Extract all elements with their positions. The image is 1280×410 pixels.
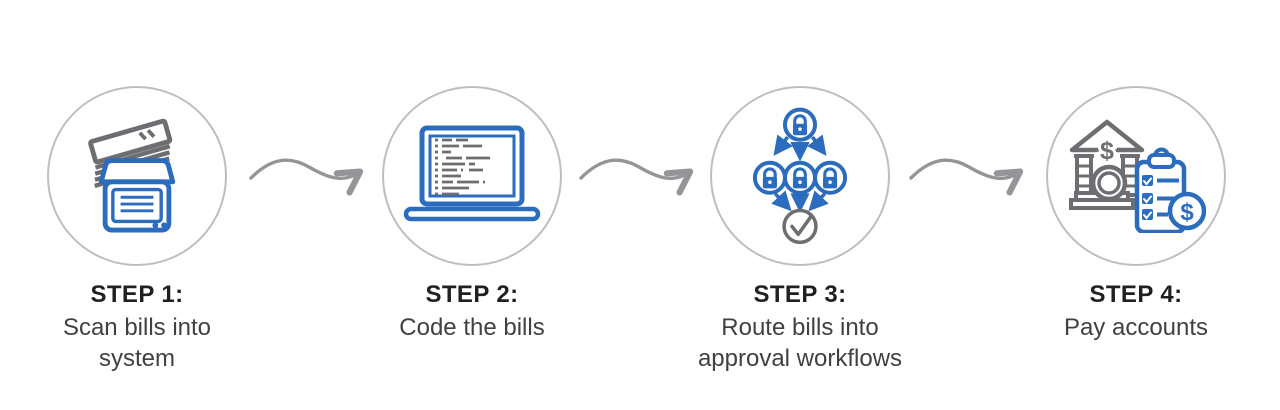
approval-workflow-icon	[752, 107, 848, 245]
lock-icon	[823, 167, 838, 189]
step-3-circle	[710, 86, 890, 266]
bank-icon: $	[1069, 119, 1145, 210]
scanner-icon	[98, 158, 176, 233]
step-2-label: STEP 2:	[425, 281, 519, 308]
step-3-label: STEP 3:	[753, 281, 847, 308]
step-4-label: STEP 4:	[1089, 281, 1183, 308]
step-3-description: Route bills into approval workflows	[697, 314, 903, 372]
lock-icon	[762, 167, 777, 189]
step-4: $	[1011, 86, 1261, 343]
bank-payment-icon: $	[1069, 119, 1206, 233]
step-3: STEP 3: Route bills into approval workfl…	[675, 86, 925, 374]
coin-dollar-sign: $	[1180, 199, 1194, 226]
wavy-arrow-2	[579, 158, 694, 196]
wavy-arrow-3	[909, 158, 1024, 196]
step-2-circle	[382, 86, 562, 266]
dollar-coin-icon	[1167, 191, 1206, 231]
wavy-arrow-1	[249, 158, 364, 196]
step-1-description: Scan bills into system	[62, 314, 212, 372]
bank-dollar-sign: $	[1100, 137, 1114, 165]
lock-icon	[792, 114, 808, 136]
checkmark-icon	[790, 214, 814, 237]
lock-icon	[792, 167, 808, 189]
step-2-description: Code the bills	[399, 314, 545, 341]
scanner-with-bills-icon	[88, 118, 176, 233]
laptop-code-icon	[403, 125, 541, 222]
step-1-label: STEP 1:	[90, 281, 184, 308]
step-1-circle	[47, 86, 227, 266]
step-4-circle: $	[1046, 86, 1226, 266]
step-1: STEP 1: Scan bills into system	[12, 86, 262, 374]
step-4-description: Pay accounts	[1063, 314, 1209, 341]
payment-checklist-icon: $	[1134, 147, 1206, 233]
code-lines	[435, 138, 490, 196]
step-2: STEP 2: Code the bills	[347, 86, 597, 343]
